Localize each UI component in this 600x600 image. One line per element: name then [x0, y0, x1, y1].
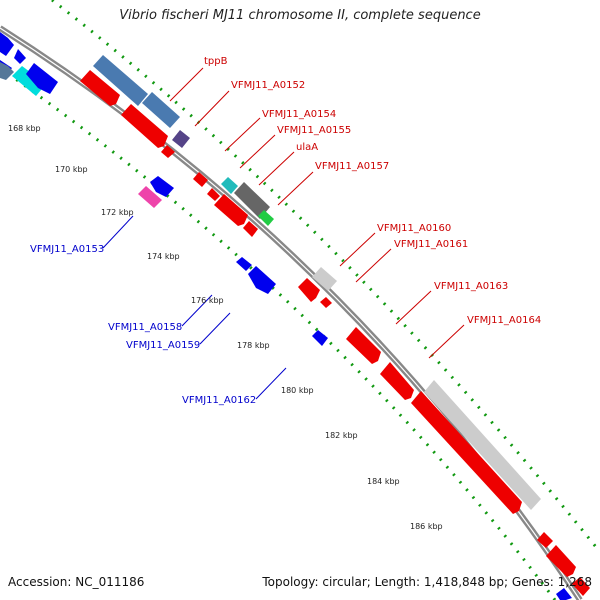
gene-feature[interactable]: [150, 176, 174, 197]
gene-feature[interactable]: [121, 104, 168, 148]
gene-feature[interactable]: [234, 182, 270, 219]
gene-feature[interactable]: [172, 130, 190, 148]
gene-label[interactable]: VFMJ11_A0158: [108, 322, 182, 333]
gene-feature[interactable]: [12, 66, 46, 96]
gene-feature[interactable]: [14, 49, 26, 64]
gene-feature[interactable]: [142, 92, 180, 128]
gene-feature[interactable]: [207, 188, 220, 201]
gene-feature[interactable]: [312, 330, 328, 346]
accession-text: Accession: NC_011186: [8, 575, 145, 589]
gene-label[interactable]: VFMJ11_A0160: [377, 223, 451, 234]
map-title: Vibrio fischeri MJ11 chromosome II, comp…: [119, 8, 481, 23]
gene-feature[interactable]: [546, 545, 576, 577]
scale-label: 186 kbp: [410, 522, 443, 531]
gene-feature[interactable]: [572, 577, 590, 596]
gene-feature[interactable]: [346, 327, 381, 364]
scale-label: 178 kbp: [237, 341, 270, 350]
topology-summary: Topology: circular; Length: 1,418,848 bp…: [262, 575, 592, 589]
gene-feature[interactable]: [214, 194, 248, 226]
gene-label[interactable]: tppB: [204, 56, 228, 67]
scale-label: 180 kbp: [281, 386, 314, 395]
forward-strand-features: [80, 55, 590, 596]
forward-gene-labels: tppB VFMJ11_A0152 VFMJ11_A0154 VFMJ11_A0…: [204, 56, 541, 326]
scale-label: 170 kbp: [55, 165, 88, 174]
gene-label[interactable]: VFMJ11_A0157: [315, 161, 389, 172]
reverse-strand-features: [0, 32, 572, 600]
gene-label[interactable]: VFMJ11_A0164: [467, 315, 541, 326]
gene-feature[interactable]: [0, 32, 14, 56]
gene-feature[interactable]: [537, 532, 553, 548]
gene-feature[interactable]: [380, 362, 414, 400]
gene-feature[interactable]: [193, 172, 208, 187]
gene-label[interactable]: VFMJ11_A0162: [182, 395, 256, 406]
scale-label: 184 kbp: [367, 477, 400, 486]
gene-feature[interactable]: [80, 70, 120, 106]
gene-feature[interactable]: [298, 278, 320, 302]
scale-label: 174 kbp: [147, 252, 180, 261]
gene-feature[interactable]: [243, 221, 258, 237]
label-leaders: [102, 67, 465, 400]
gene-feature[interactable]: [93, 55, 148, 106]
gene-feature[interactable]: [236, 257, 252, 271]
gene-label[interactable]: VFMJ11_A0159: [126, 340, 200, 351]
gene-label[interactable]: ulaA: [296, 142, 318, 153]
gene-label[interactable]: VFMJ11_A0155: [277, 125, 351, 136]
gene-feature[interactable]: [26, 63, 58, 94]
gene-label[interactable]: VFMJ11_A0161: [394, 239, 468, 250]
scale-label: 168 kbp: [8, 124, 41, 133]
gene-label[interactable]: VFMJ11_A0163: [434, 281, 508, 292]
gene-feature[interactable]: [221, 177, 238, 194]
gene-feature[interactable]: [248, 266, 276, 294]
inner-tick-ring: [0, 66, 557, 600]
gene-feature[interactable]: [411, 391, 522, 514]
scale-label: 176 kbp: [191, 296, 224, 305]
reverse-gene-labels: VFMJ11_A0153 VFMJ11_A0158 VFMJ11_A0159 V…: [30, 244, 256, 406]
gene-feature[interactable]: [161, 145, 175, 158]
scale-labels: 168 kbp 170 kbp 172 kbp 174 kbp 176 kbp …: [8, 124, 443, 531]
gene-feature[interactable]: [138, 186, 162, 208]
gene-feature[interactable]: [320, 297, 332, 308]
scale-label: 172 kbp: [101, 208, 134, 217]
gene-feature[interactable]: [312, 267, 337, 291]
gene-feature[interactable]: [556, 588, 572, 600]
gene-label[interactable]: VFMJ11_A0153: [30, 244, 104, 255]
scale-label: 182 kbp: [325, 431, 358, 440]
gene-label[interactable]: VFMJ11_A0154: [262, 109, 336, 120]
outer-tick-ring: [51, 0, 600, 553]
gene-label[interactable]: VFMJ11_A0152: [231, 80, 305, 91]
gene-feature[interactable]: [258, 210, 274, 226]
gene-feature[interactable]: [424, 380, 541, 510]
gene-feature[interactable]: [0, 62, 14, 80]
